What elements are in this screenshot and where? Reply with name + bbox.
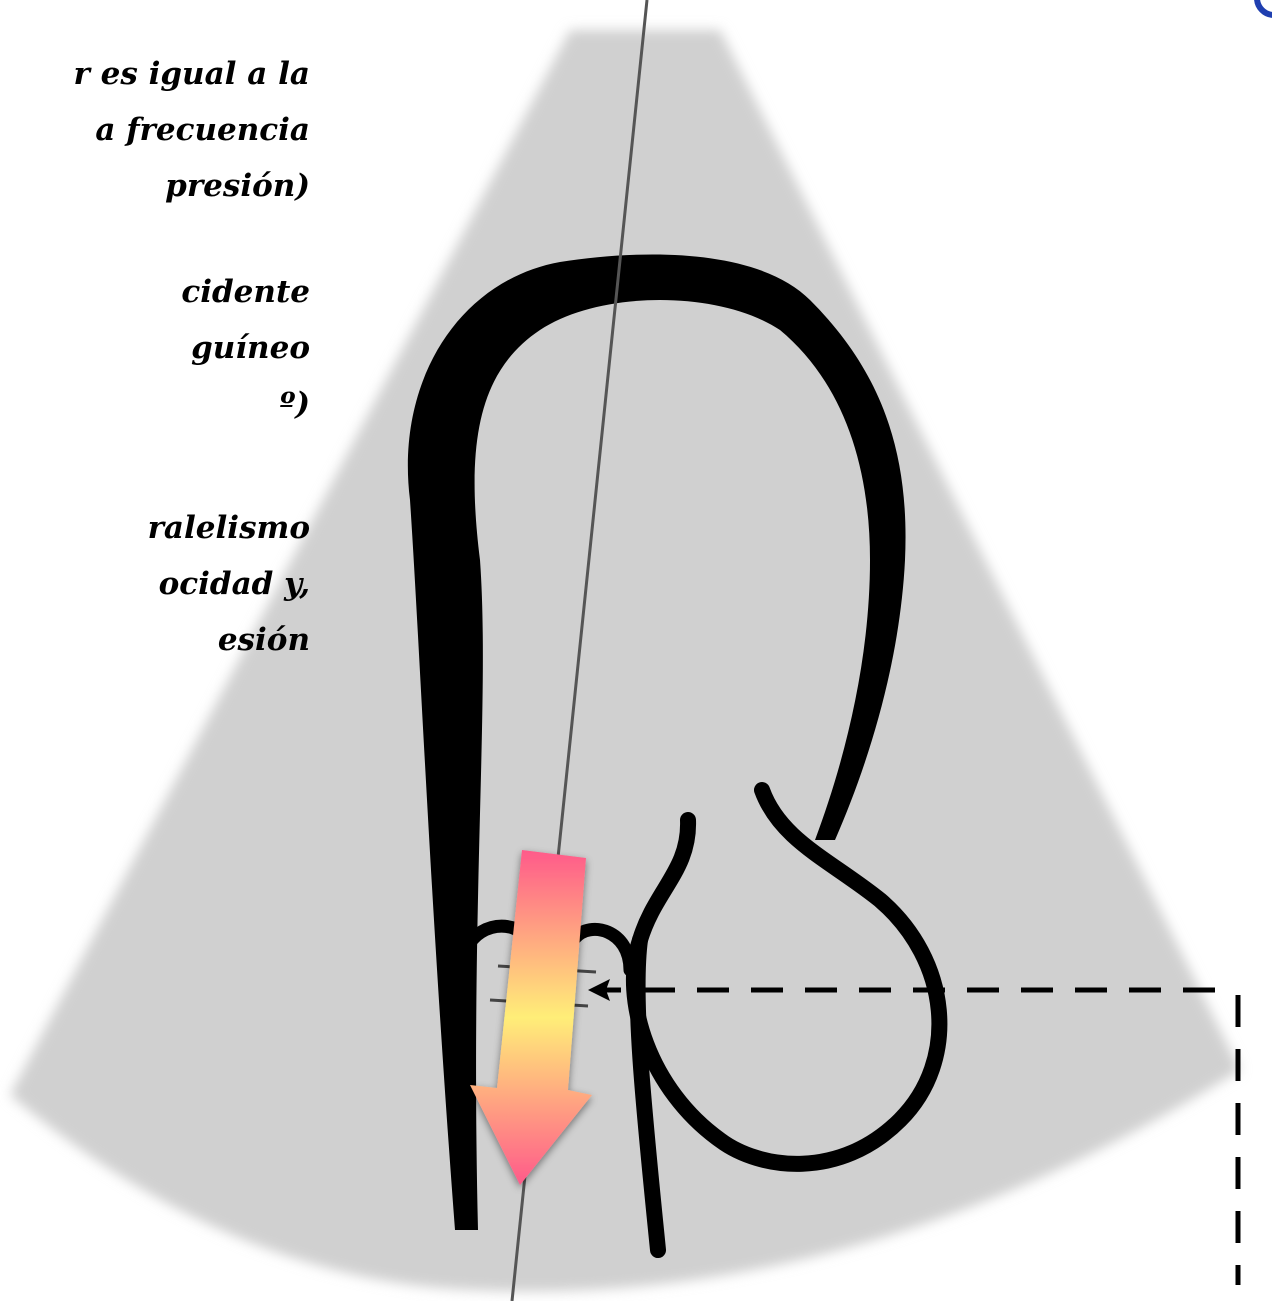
caption-paragraph-1: r es igual a la a frecuencia presión) [74,46,310,214]
caption-line: º) [181,376,310,432]
caption-line: ocidad y, [148,556,310,612]
caption-line: cidente [181,264,310,320]
caption-paragraph-3: ralelismo ocidad y, esión [148,500,310,668]
caption-line: ralelismo [148,500,310,556]
caption-line: a frecuencia [74,102,310,158]
caption-line: presión) [74,158,310,214]
caption-line: r es igual a la [74,46,310,102]
caption-paragraph-2: cidente guíneo º) [181,264,310,432]
caption-line: guíneo [181,320,310,376]
caption-line: esión [148,612,310,668]
